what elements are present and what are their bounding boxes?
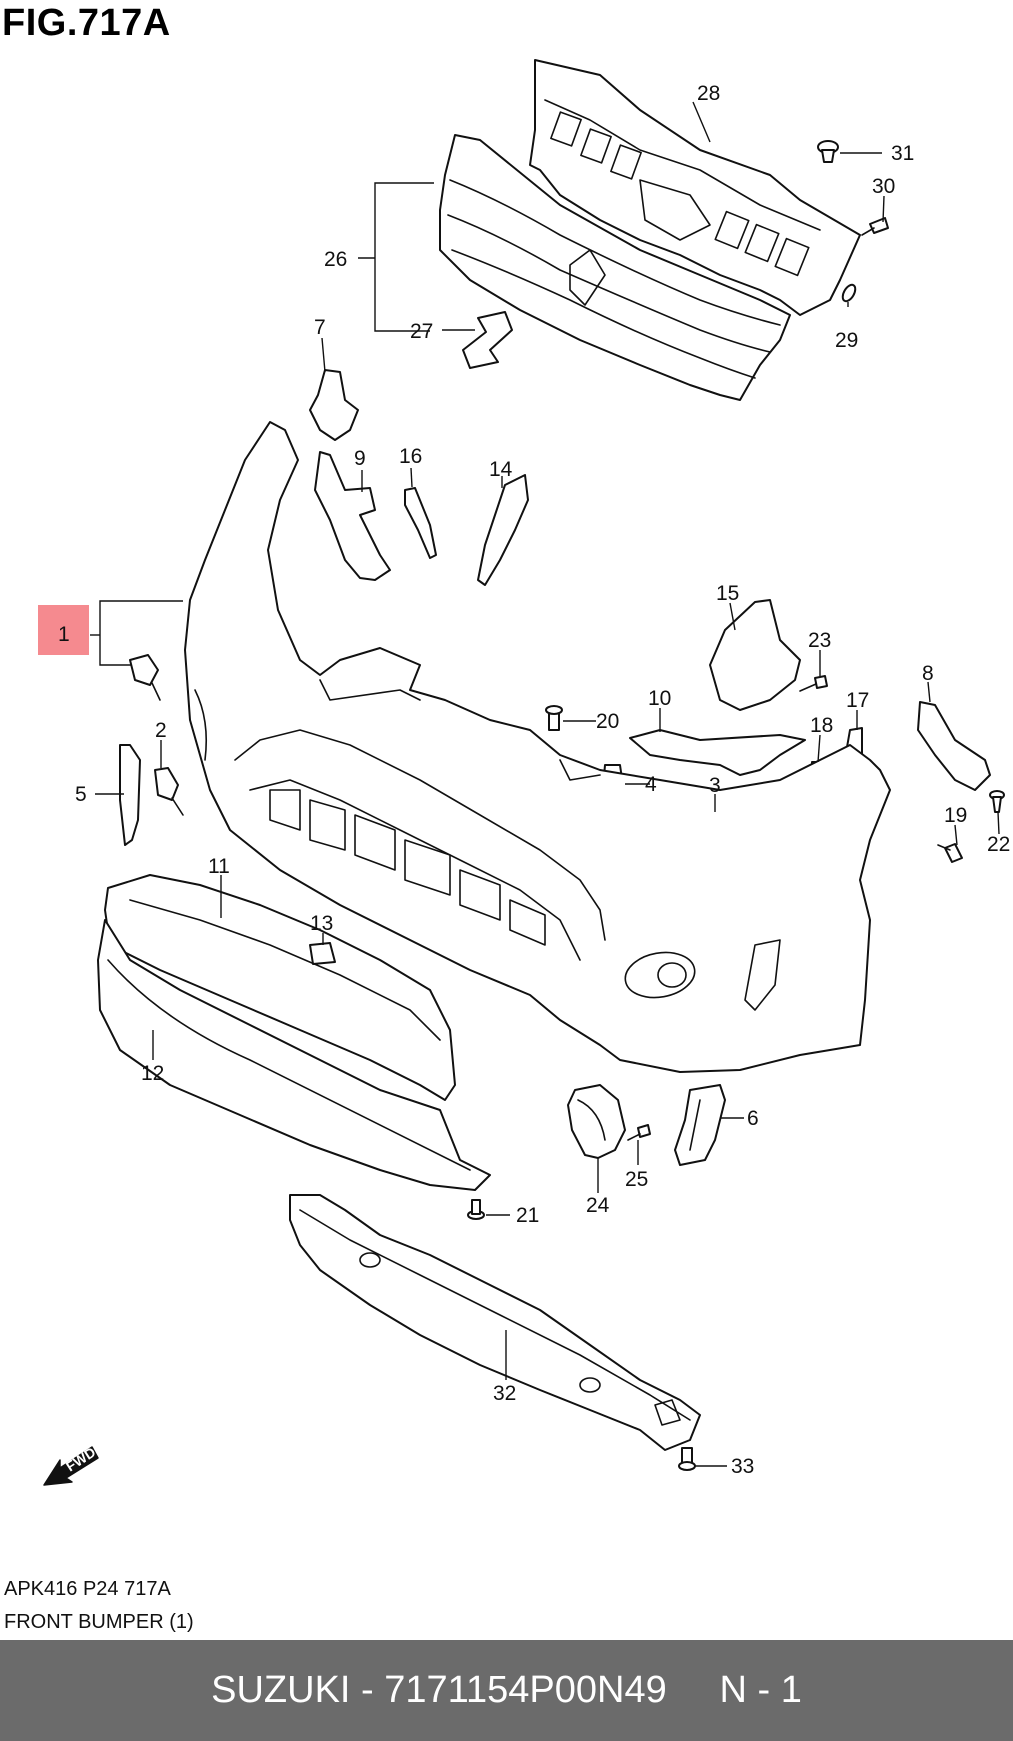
- callout-20: 20: [596, 710, 619, 733]
- callout-2: 2: [155, 719, 167, 742]
- fwd-arrow-icon: FWD: [43, 1444, 99, 1486]
- leader-lines: [90, 101, 1000, 1467]
- part-33-bolt: [678, 1447, 696, 1471]
- part-11-lower-panel: [104, 874, 456, 1101]
- part-27-emblem: [462, 311, 513, 369]
- callout-19: 19: [944, 804, 967, 827]
- callout-21: 21: [516, 1204, 539, 1227]
- callout-25: 25: [625, 1168, 648, 1191]
- callout-16: 16: [399, 445, 422, 468]
- footer-spacer: [667, 1669, 720, 1712]
- callout-6: 6: [747, 1107, 759, 1130]
- callout-5: 5: [75, 783, 87, 806]
- part-30-screw: [861, 217, 889, 236]
- part-5-bracket: [119, 744, 141, 846]
- callout-12: 12: [141, 1062, 164, 1085]
- caption-code: APK416 P24 717A: [4, 1578, 171, 1600]
- part-20-bolt: [545, 705, 563, 731]
- part-24-fog-lamp: [567, 1084, 626, 1159]
- callout-4: 4: [645, 773, 657, 796]
- footer-brand: SUZUKI: [211, 1669, 351, 1711]
- callout-13: 13: [310, 912, 333, 935]
- caption-name: FRONT BUMPER (1): [4, 1611, 194, 1633]
- callout-27: 27: [410, 320, 433, 343]
- part-32-lower-reinforcement: [289, 1194, 701, 1451]
- highlight-box-callout-1: [38, 605, 89, 655]
- part-12-lower-spoiler: [97, 919, 491, 1191]
- callout-33: 33: [731, 1455, 754, 1478]
- callout-9: 9: [354, 447, 366, 470]
- part-25-screw: [627, 1124, 651, 1141]
- part-8-bracket: [917, 701, 991, 791]
- callout-30: 30: [872, 175, 895, 198]
- part-19-screw: [937, 843, 963, 863]
- callout-24: 24: [586, 1194, 610, 1217]
- callout-7: 7: [314, 316, 326, 339]
- part-26-front-grille: [439, 134, 791, 401]
- footer-separator: -: [350, 1669, 385, 1711]
- callout-28: 28: [697, 82, 720, 105]
- callout-8: 8: [922, 662, 934, 685]
- callout-10: 10: [648, 687, 671, 710]
- part-6-cover: [674, 1084, 726, 1166]
- figure-title: FIG.717A: [2, 2, 171, 44]
- part-13-clip: [309, 942, 336, 965]
- callout-labels: 28 31 30 26 27 29 7 9 16 14 15 23 8 17 1…: [58, 82, 1010, 1478]
- callout-11: 11: [208, 855, 230, 878]
- callout-14: 14: [489, 458, 513, 481]
- part-15-duct: [709, 599, 801, 711]
- callout-31: 31: [891, 142, 914, 165]
- footer-bar: SUZUKI - 7171154P00N49 N - 1: [0, 1640, 1013, 1741]
- callout-17: 17: [846, 689, 869, 712]
- part-22-screw: [989, 790, 1005, 813]
- part-14-bracket: [477, 474, 529, 586]
- callout-15: 15: [716, 582, 739, 605]
- footer-quantity: N - 1: [719, 1669, 802, 1711]
- part-29-clip: [841, 283, 857, 303]
- parts-diagram: FWD: [38, 59, 1010, 1486]
- part-28-grille-reinforcement: [529, 59, 861, 316]
- callout-3: 3: [709, 774, 721, 797]
- part-1-clip: [129, 654, 161, 701]
- part-31-clip: [817, 140, 839, 163]
- figure-caption: APK416 P24 717A FRONT BUMPER (1): [4, 1573, 194, 1639]
- callout-26: 26: [324, 248, 347, 271]
- callout-22: 22: [987, 833, 1010, 856]
- callout-32: 32: [493, 1382, 516, 1405]
- footer-part-number: 7171154P00N49: [384, 1669, 667, 1711]
- callout-1: 1: [58, 623, 70, 646]
- callout-29: 29: [835, 329, 858, 352]
- part-2-clip: [154, 767, 184, 816]
- part-23-screw: [799, 675, 828, 692]
- callout-23: 23: [808, 629, 831, 652]
- part-10-bracket: [629, 729, 806, 776]
- part-16-strip: [404, 487, 437, 559]
- part-9-bracket: [314, 451, 391, 581]
- part-7-bracket: [309, 369, 359, 441]
- part-1-bumper-cover: [184, 421, 891, 1073]
- callout-18: 18: [810, 714, 833, 737]
- part-21-screw: [467, 1199, 485, 1220]
